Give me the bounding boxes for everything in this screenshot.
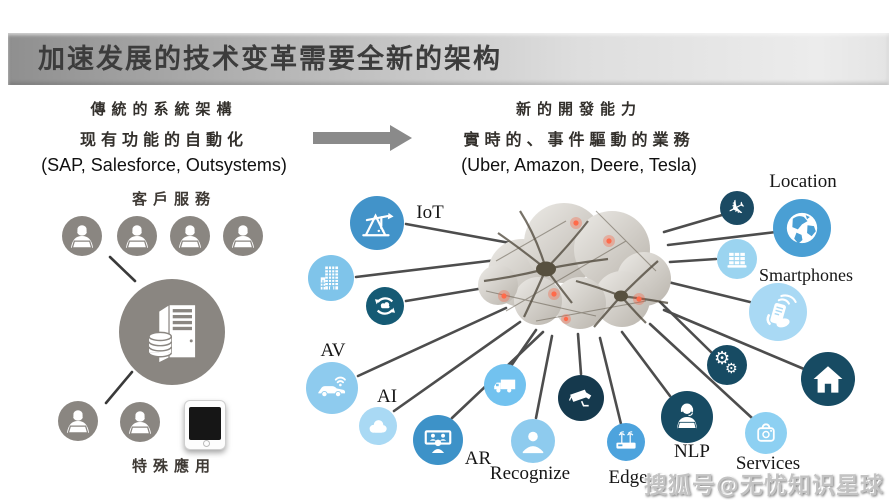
right-arrow-icon [313, 125, 412, 151]
modern-heading-1: 新的開發能力 [515, 100, 642, 118]
gears-icon: ⚙ ⚙ [707, 345, 747, 385]
smartphone-image [184, 400, 226, 450]
title-bar: 加速发展的技术变革需要全新的架构 [8, 33, 889, 85]
cloud-sync-icon [366, 287, 404, 325]
node-label-nlp: NLP [674, 441, 710, 462]
node-label-ai: AI [376, 386, 398, 407]
gear-icon: ⚙ [725, 361, 738, 377]
legacy-heading-2: 现有功能的自動化 [79, 130, 248, 149]
gear-icon: ⚙ [714, 348, 731, 369]
agent-icon [62, 216, 102, 256]
airplane-icon: ✈ [723, 192, 751, 223]
ai-cloud-icon [359, 407, 397, 445]
watermark: 搜狐号@无忧知识星球 [644, 473, 884, 499]
page-title: 加速发展的技术变革需要全新的架构 [38, 44, 502, 74]
legacy-text-block: 傳統的系統架構 现有功能的自動化 (SAP, Salesforce, Outsy… [8, 98, 320, 176]
node-label-edge: Edge [608, 467, 648, 488]
special-apps-label: 特殊應用 [131, 457, 216, 475]
legacy-examples: (SAP, Salesforce, Outsystems) [41, 155, 287, 175]
hand-phone-icon [749, 283, 807, 341]
cctv-camera-icon [558, 375, 604, 421]
nlp-agent-icon [661, 391, 713, 443]
plane-icon: ✈ [720, 191, 754, 225]
agent-icon [120, 402, 160, 442]
phone-home-button [202, 440, 210, 447]
globe-icon [773, 199, 831, 257]
agent-icon [170, 216, 210, 256]
server-stack-icon [717, 239, 757, 279]
agent-icon [223, 216, 263, 256]
node-label-av: AV [320, 340, 346, 361]
server-icon [119, 279, 225, 385]
node-label-services: Services [735, 453, 801, 474]
neural-cloud-image [476, 201, 672, 336]
edge-router-icon [607, 423, 645, 461]
modern-examples: (Uber, Amazon, Deere, Tesla) [461, 155, 697, 175]
node-label-ar: AR [464, 448, 492, 469]
node-label-location: Location [769, 171, 837, 192]
autonomous-car-icon [306, 362, 358, 414]
building-icon [308, 255, 354, 301]
modern-text-block: 新的開發能力 實時的、事件驅動的業務 (Uber, Amazon, Deere,… [423, 98, 735, 176]
modern-heading-2: 實時的、事件驅動的業務 [463, 130, 695, 149]
agent-icon [58, 401, 98, 441]
agent-icon [117, 216, 157, 256]
ar-conference-icon [413, 415, 463, 465]
house-icon [801, 352, 855, 406]
phone-screen [189, 407, 221, 440]
person-silhouette-icon [511, 419, 555, 463]
legacy-heading-1: 傳統的系統架構 [90, 100, 238, 118]
node-label-iot: IoT [416, 202, 444, 223]
oil-pump-icon [350, 196, 404, 250]
node-label-recognize: Recognize [489, 463, 571, 484]
services-camera-icon [745, 412, 787, 454]
truck-icon [484, 364, 526, 406]
customer-service-label: 客戶服務 [131, 190, 216, 208]
node-label-smartphones: Smartphones [759, 265, 853, 285]
